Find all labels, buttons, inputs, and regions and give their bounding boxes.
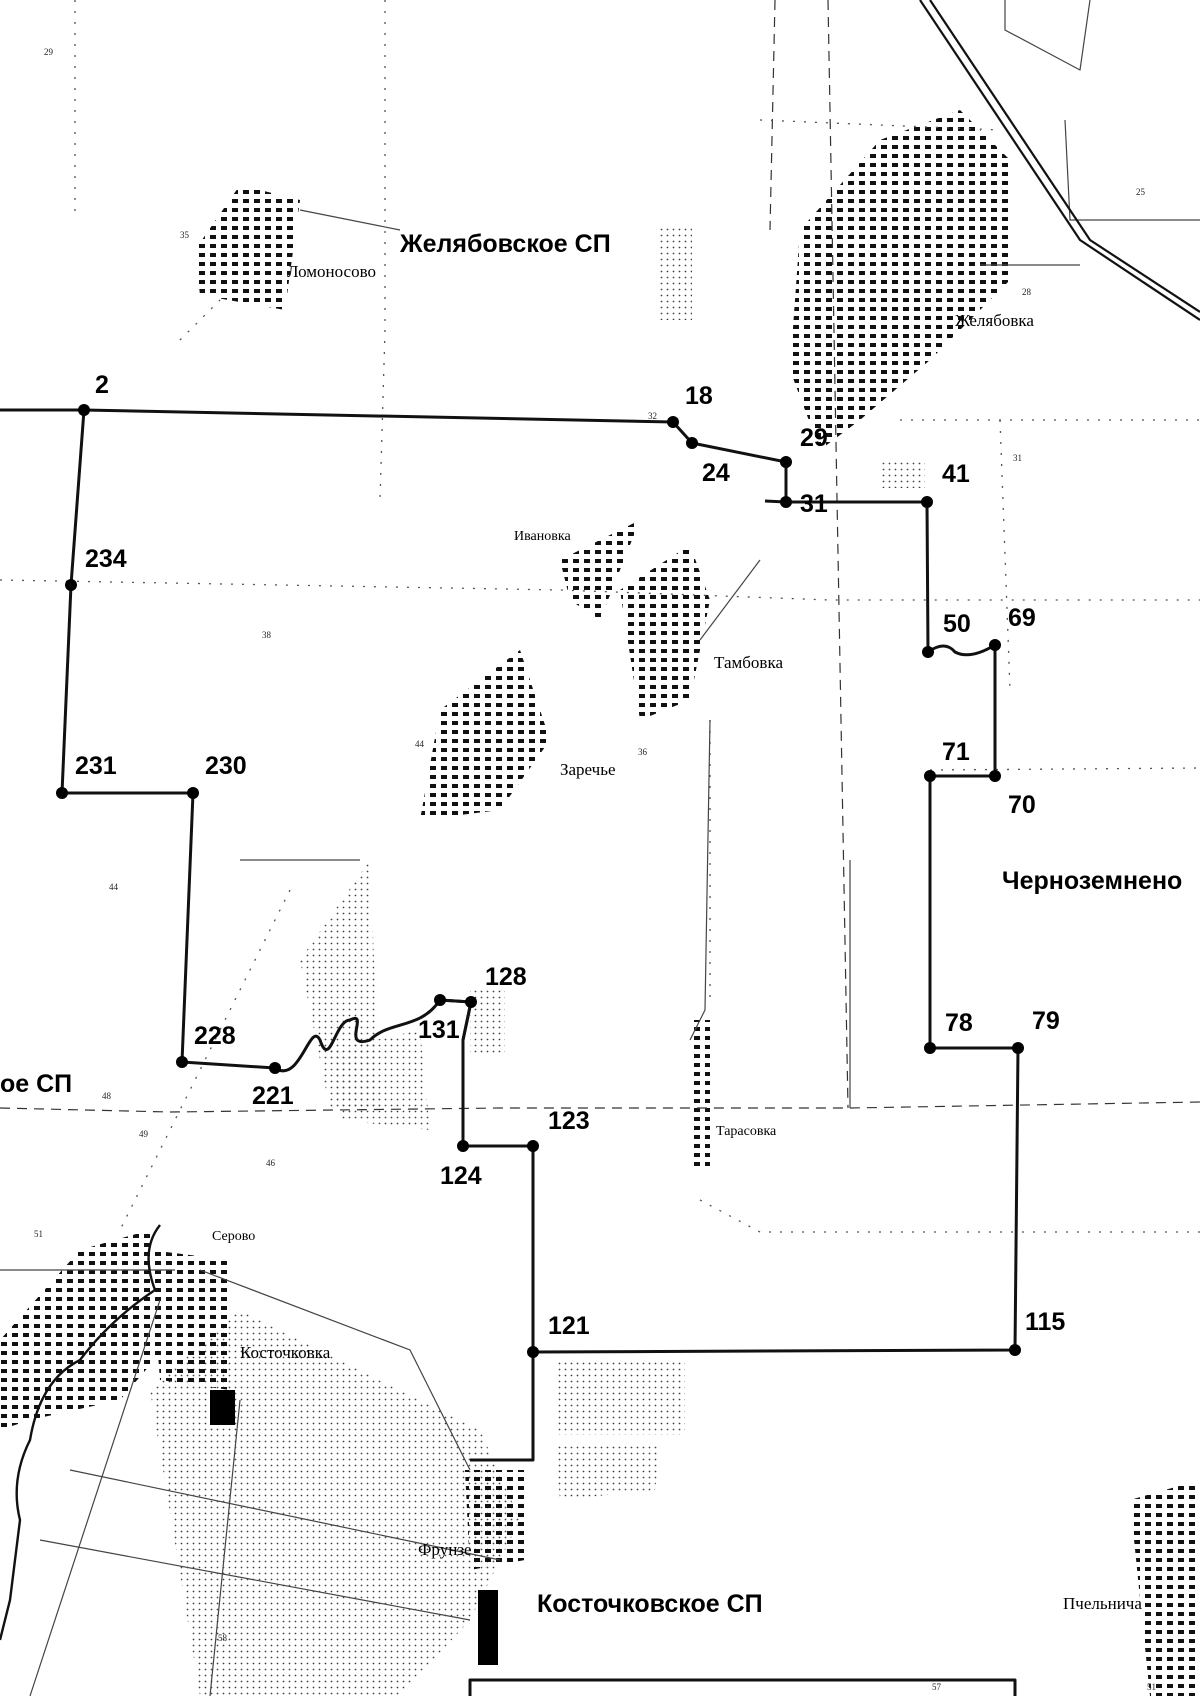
boundary-point-31 xyxy=(780,496,792,508)
boundary-point-78 xyxy=(924,1042,936,1054)
point-label: 115 xyxy=(1025,1308,1065,1336)
point-label: 79 xyxy=(1032,1007,1060,1035)
boundary-point-79 xyxy=(1012,1042,1024,1054)
field-number: 44 xyxy=(415,739,425,749)
region-label-left: ое СП xyxy=(0,1070,72,1098)
field-number: 51 xyxy=(34,1229,43,1239)
dotted-fields xyxy=(150,225,925,1696)
region-label-chernozemnenskoe: Черноземнено xyxy=(1002,867,1182,895)
settlement-label: Желябовка xyxy=(955,311,1034,330)
settlement-label: Тамбовка xyxy=(714,653,783,672)
boundary-point-131 xyxy=(434,994,446,1006)
field-number: 38 xyxy=(262,630,272,640)
point-label: 70 xyxy=(1008,791,1036,819)
point-label: 29 xyxy=(800,424,828,452)
boundary-point-128 xyxy=(465,996,477,1008)
point-label: 71 xyxy=(942,738,970,766)
point-label: 24 xyxy=(702,459,730,487)
boundary-point-121 xyxy=(527,1346,539,1358)
settlement-label: Ломоносово xyxy=(287,262,376,281)
boundary-point-123 xyxy=(527,1140,539,1152)
point-label: 41 xyxy=(942,460,970,488)
boundary-lines xyxy=(0,408,1020,1696)
settlement-label: Тарасовка xyxy=(716,1124,777,1139)
boundary-point-234 xyxy=(65,579,77,591)
point-label: 50 xyxy=(943,610,971,638)
field-number: 29 xyxy=(44,47,54,57)
field-number: 57 xyxy=(932,1682,942,1692)
boundary-point-70 xyxy=(989,770,1001,782)
point-label: 2 xyxy=(95,371,109,399)
region-label-zhelyabovskoe: Желябовское СП xyxy=(399,230,611,258)
boundary-point-24 xyxy=(686,437,698,449)
settlement-labels: Ломоносово Желябовка Ивановка Тамбовка З… xyxy=(212,262,1142,1613)
point-label: 123 xyxy=(548,1107,590,1135)
point-label: 31 xyxy=(800,490,828,518)
field-number: 46 xyxy=(266,1158,276,1168)
point-label: 230 xyxy=(205,752,247,780)
field-number: 36 xyxy=(638,747,648,757)
field-number: 48 xyxy=(102,1091,112,1101)
field-number: 58 xyxy=(218,1633,228,1643)
field-number: 25 xyxy=(1136,187,1146,197)
settlement-label: Косточковка xyxy=(240,1343,331,1362)
field-number: 28 xyxy=(1022,287,1032,297)
boundary-point-50 xyxy=(922,646,934,658)
field-number: 35 xyxy=(180,230,190,240)
point-label: 69 xyxy=(1008,604,1036,632)
point-labels: 2 18 24 29 31 41 50 69 71 70 78 79 115 1… xyxy=(75,371,1065,1340)
point-label: 124 xyxy=(440,1162,482,1190)
field-number: 31 xyxy=(1013,453,1022,463)
settlement-label: Заречье xyxy=(560,760,616,779)
point-label: 231 xyxy=(75,752,117,780)
point-label: 221 xyxy=(252,1082,294,1110)
boundary-point-228 xyxy=(176,1056,188,1068)
boundary-point-18 xyxy=(667,416,679,428)
boundary-point-124 xyxy=(457,1140,469,1152)
region-label-kostochkovskoe: Косточковское СП xyxy=(537,1590,763,1618)
point-label: 234 xyxy=(85,545,127,573)
point-label: 228 xyxy=(194,1022,236,1050)
boundary-point-221 xyxy=(269,1062,281,1074)
point-label: 128 xyxy=(485,963,527,991)
point-label: 18 xyxy=(685,382,713,410)
field-numbers: 29 35 28 25 32 31 38 44 36 44 48 49 46 5… xyxy=(34,47,1156,1692)
boundary-point-69 xyxy=(989,639,1001,651)
settlement-label: Фрунзе xyxy=(418,1540,472,1559)
boundary-point-2 xyxy=(78,404,90,416)
field-number: 44 xyxy=(109,882,119,892)
field-number: 49 xyxy=(139,1129,149,1139)
boundary-point-230 xyxy=(187,787,199,799)
field-number: 51 xyxy=(1147,1682,1156,1692)
region-lines xyxy=(0,0,1200,1113)
boundary-point-41 xyxy=(921,496,933,508)
tracks xyxy=(0,0,1200,1233)
point-label: 131 xyxy=(418,1016,460,1044)
settlement-label: Серово xyxy=(212,1229,255,1244)
settlement-label: Ивановка xyxy=(514,529,571,544)
boundary-point-29 xyxy=(780,456,792,468)
settlement-label: Пчельнича xyxy=(1063,1594,1142,1613)
field-number: 32 xyxy=(648,411,657,421)
boundary-point-115 xyxy=(1009,1344,1021,1356)
point-label: 78 xyxy=(945,1009,973,1037)
boundary-point-71 xyxy=(924,770,936,782)
boundary-point-231 xyxy=(56,787,68,799)
settlement-blocks xyxy=(0,110,1200,1696)
region-labels: Желябовское СП Черноземнено Косточковско… xyxy=(0,230,1182,1618)
river xyxy=(0,1224,161,1641)
railway xyxy=(919,0,1200,321)
point-label: 121 xyxy=(548,1312,590,1340)
boundary-points xyxy=(56,404,1024,1358)
